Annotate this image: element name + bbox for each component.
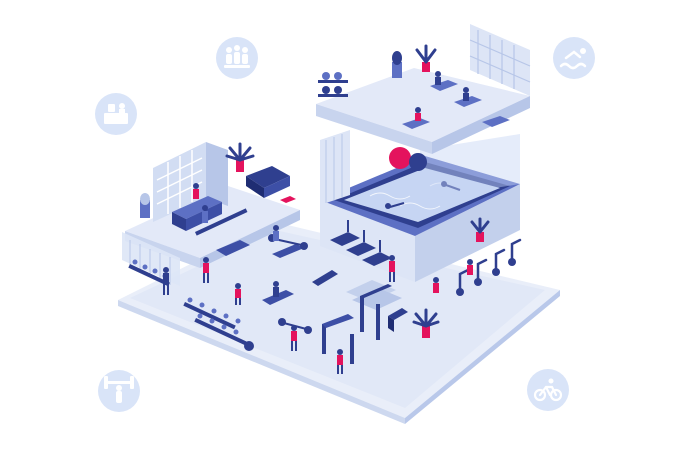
swimming-pool [320,134,520,282]
weightlifting-icon [98,370,140,412]
cycling-icon [527,369,569,411]
free-weights-zone [122,208,312,351]
group-class-icon [216,37,258,79]
cardio-zone [312,220,522,296]
reception-desk-icon [95,93,137,135]
swimming-icon [553,37,595,79]
strength-machines-zone [322,280,440,374]
yoga-mezzanine [316,24,531,205]
reception-zone [125,142,300,268]
